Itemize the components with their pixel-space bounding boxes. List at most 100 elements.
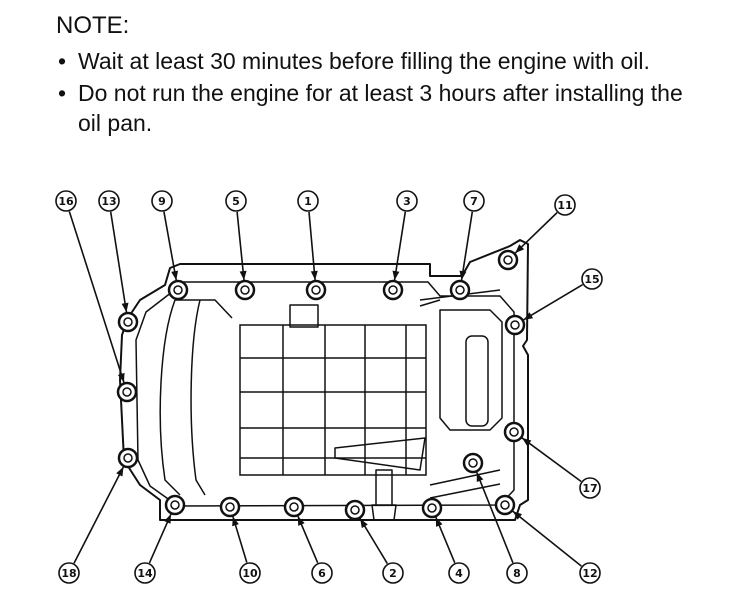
- callout-number-2: 2: [389, 567, 397, 580]
- arrowhead-4: [435, 517, 443, 527]
- bolt-head-13: [123, 317, 133, 327]
- bolt-head-12: [500, 500, 510, 510]
- leader-16: [68, 211, 125, 383]
- note-list: • Wait at least 30 minutes before filling…: [56, 46, 696, 140]
- bolt-head-3: [388, 285, 398, 295]
- bolt-head-5: [240, 285, 250, 295]
- leader-9: [163, 211, 178, 281]
- leader-11: [514, 212, 558, 254]
- callout-number-14: 14: [137, 567, 153, 580]
- bolt-head-15: [510, 320, 520, 330]
- arrowhead-17: [522, 437, 532, 447]
- callout-circle-10: [239, 562, 261, 584]
- bolt-12: [494, 494, 516, 516]
- callout-circle-6: [311, 562, 333, 584]
- callout-circle-15: [581, 268, 603, 290]
- callout-number-10: 10: [242, 567, 258, 580]
- callout-circle-12: [579, 562, 601, 584]
- bolt-head-10: [225, 502, 235, 512]
- drain-boss: [289, 304, 319, 328]
- bolt-head-7: [455, 285, 465, 295]
- callout-circle-11: [554, 194, 576, 216]
- callout-number-7: 7: [470, 195, 478, 208]
- arrowhead-12: [512, 511, 523, 520]
- arrowhead-14: [164, 514, 171, 524]
- arrowhead-3: [392, 270, 400, 281]
- bolt-head-1: [311, 285, 321, 295]
- arrowhead-7: [459, 270, 467, 281]
- arrowhead-15: [523, 312, 534, 320]
- callout-number-1: 1: [304, 195, 312, 208]
- arrowhead-8: [476, 472, 484, 482]
- leader-18: [73, 466, 125, 564]
- callout-circle-14: [134, 562, 156, 584]
- note-item-text: Wait at least 30 minutes before filling …: [78, 48, 650, 74]
- callout-number-4: 4: [455, 567, 463, 580]
- note-item-text: Do not run the engine for at least 3 hou…: [78, 80, 683, 136]
- bolt-15: [504, 314, 526, 336]
- callout-circle-17: [579, 477, 601, 499]
- bolt-head-11: [503, 255, 513, 265]
- bullet-icon: •: [58, 48, 67, 74]
- bolt-head-16: [122, 387, 132, 397]
- callout-number-16: 16: [58, 195, 74, 208]
- arrowhead-6: [297, 516, 305, 526]
- bolt-head-8: [468, 458, 478, 468]
- callout-circle-9: [151, 190, 173, 212]
- callout-circle-13: [98, 190, 120, 212]
- callout-number-6: 6: [318, 567, 326, 580]
- arrowhead-1: [310, 270, 318, 281]
- bolt-head-2: [350, 505, 360, 515]
- callout-number-15: 15: [584, 273, 599, 286]
- callout-number-3: 3: [403, 195, 411, 208]
- bolt-6: [283, 496, 305, 518]
- bolt-head-17: [509, 427, 519, 437]
- drain-plug: [371, 469, 397, 521]
- arrowhead-2: [360, 518, 368, 529]
- arrowhead-5: [239, 270, 247, 281]
- callout-number-12: 12: [582, 567, 597, 580]
- callout-number-9: 9: [158, 195, 166, 208]
- leader-17: [521, 437, 582, 483]
- callout-circle-2: [382, 562, 404, 584]
- arrowhead-10: [232, 516, 239, 527]
- bolt-7: [449, 279, 471, 301]
- bolt-2: [344, 499, 366, 521]
- leader-1: [308, 211, 316, 281]
- callout-number-17: 17: [582, 482, 597, 495]
- arrowhead-9: [171, 270, 179, 281]
- bolt-10: [219, 496, 241, 518]
- note-item: • Wait at least 30 minutes before filling…: [56, 46, 696, 76]
- leader-12: [512, 510, 582, 567]
- right-window: [439, 309, 503, 431]
- callout-circle-5: [225, 190, 247, 212]
- callout-circle-3: [396, 190, 418, 212]
- arrowhead-18: [116, 466, 124, 477]
- lower-rib: [334, 437, 501, 499]
- callout-circle-16: [55, 190, 77, 212]
- leader-15: [523, 283, 583, 321]
- bolt-5: [234, 279, 256, 301]
- note-item: • Do not run the engine for at least 3 ho…: [56, 78, 696, 138]
- bolt-8: [462, 452, 484, 474]
- leader-8: [475, 471, 514, 564]
- arrowhead-11: [515, 244, 525, 254]
- callout-circle-1: [297, 190, 319, 212]
- bolt-9: [167, 279, 189, 301]
- left-baffle: [159, 299, 233, 496]
- callout-circle-8: [506, 562, 528, 584]
- right-slot: [465, 335, 489, 427]
- leader-5: [236, 211, 245, 281]
- bolt-group: [116, 249, 526, 521]
- leader-3: [393, 211, 407, 281]
- callout-number-18: 18: [61, 567, 76, 580]
- bullet-icon: •: [58, 80, 67, 106]
- callout-circle-18: [58, 562, 80, 584]
- bolt-4: [421, 497, 443, 519]
- bolt-16: [116, 381, 138, 403]
- leader-13: [109, 211, 128, 313]
- callout-number-11: 11: [557, 199, 572, 212]
- bolt-3: [382, 279, 404, 301]
